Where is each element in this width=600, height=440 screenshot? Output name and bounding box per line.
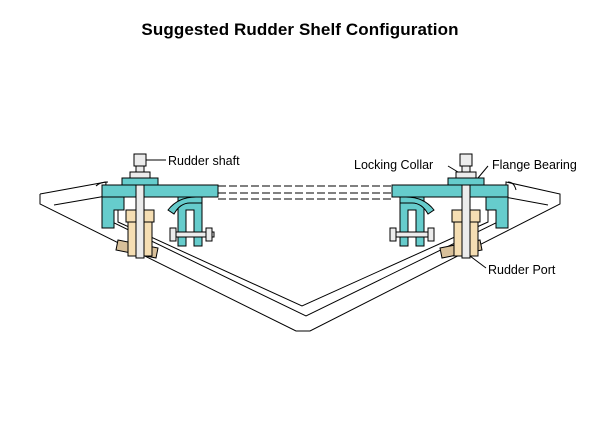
hull-left-gunwale: [95, 181, 109, 187]
right-through-bolt: [389, 231, 435, 238]
cross-beam-dashed: [218, 185, 392, 200]
diagram-title: Suggested Rudder Shelf Configuration: [141, 20, 459, 39]
left-flange-bearing: [121, 177, 159, 186]
right-rudder-assembly: [389, 153, 509, 259]
left-angle-brace: [167, 196, 203, 215]
label-flange-bearing: Flange Bearing: [492, 158, 577, 172]
locking-collar-leader: [447, 165, 459, 173]
left-locking-collar: [129, 171, 151, 179]
right-flange-bearing: [447, 177, 485, 186]
flange-bearing-leader: [477, 165, 489, 179]
left-rudder-assembly: [101, 153, 219, 259]
right-shelf-leg-outer: [485, 196, 509, 229]
left-bolt-nut-a: [169, 227, 177, 242]
label-rudder-shaft: Rudder shaft: [168, 154, 240, 168]
hull-right-gunwale: [507, 181, 517, 191]
right-bolt-nut-a: [389, 227, 397, 242]
label-rudder-port: Rudder Port: [488, 263, 556, 277]
left-shelf-plate: [101, 184, 219, 198]
left-shelf-leg-outer: [101, 196, 125, 229]
right-locking-collar: [455, 171, 477, 179]
right-bolt-nut-b: [427, 227, 435, 242]
left-bolt-nut-b: [205, 227, 213, 242]
right-shaft-cap: [459, 153, 473, 167]
left-shaft-cap: [133, 153, 147, 167]
right-angle-brace: [399, 196, 435, 215]
leader-lines: [447, 165, 489, 269]
rudder-port-leader: [469, 255, 487, 269]
label-locking-collar: Locking Collar: [354, 158, 433, 172]
right-shelf-plate: [391, 184, 509, 198]
